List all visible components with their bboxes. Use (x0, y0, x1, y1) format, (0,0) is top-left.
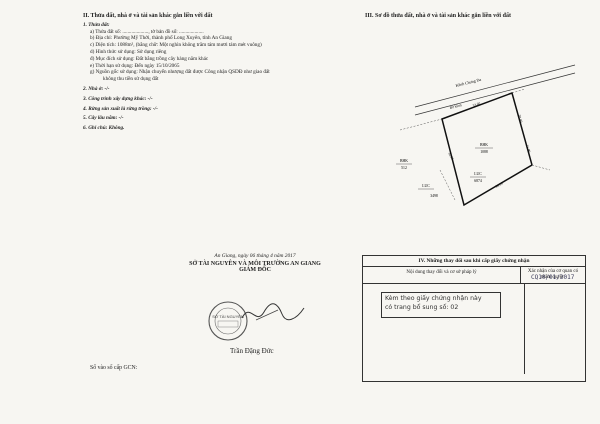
section-3-title: III. Sơ đồ thửa đất, nhà ở và tài sản kh… (365, 13, 511, 19)
section-land-info: II. Thửa đất, nhà ở và tài sản khác gắn … (83, 13, 333, 132)
east-neighbor-number: 6874 (474, 179, 482, 183)
usage-purpose-line: đ) Mục đích sử dụng: Đất bằng trồng cây … (90, 55, 209, 62)
item-4-forest: 4. Rừng sản xuất là rừng trồng: -/- (83, 105, 158, 112)
supplement-note-line-1: Kèm theo giấy chứng nhận này (385, 295, 482, 302)
right-edge-mid-label: 11.00 (525, 144, 531, 153)
right-edge-top-label: 20.60 (517, 114, 523, 123)
road-label: Kênh Chưng Da (455, 77, 482, 88)
item-3-construction: 3. Công trình xây dựng khác: -/- (83, 95, 153, 102)
changes-title: IV. Những thay đổi sau khi cấp giấy chứn… (363, 256, 585, 267)
south-neighbor-type: LUC (422, 184, 430, 188)
issuing-org: SỞ TÀI NGUYÊN VÀ MÔI TRƯỜNG AN GIANG (189, 261, 321, 267)
signature-block: An Giang, ngày 06 tháng 4 năm 2017 SỞ TÀ… (150, 253, 360, 273)
certificate-number-label: Số vào sổ cấp GCN: (90, 365, 138, 371)
area-line: c) Diện tích: 1088m², (bằng chữ: Một ngh… (90, 42, 262, 49)
changes-col-content: Nội dung thay đổi và cơ sở pháp lý (363, 267, 521, 283)
supplement-note-line-2: có trang bổ sung số: 02 (385, 304, 459, 311)
parcel-outline (441, 92, 533, 207)
parcel-type-label: BHK (480, 143, 488, 147)
official-seal: SỞ TÀI NGUYÊN (208, 301, 248, 341)
usage-form-line: d) Hình thức sử dụng: Sử dụng riêng (90, 48, 167, 55)
origin-line-2: không thu tiền sử dụng đất (103, 76, 159, 83)
section-2-title: II. Thửa đất, nhà ở và tài sản khác gắn … (83, 13, 213, 19)
west-neighbor-number: 512 (401, 166, 407, 170)
item-1-label: 1. Thửa đất: (83, 21, 110, 28)
west-neighbor-type: BHK (400, 159, 408, 163)
changes-table: IV. Những thay đổi sau khi cấp giấy chứn… (362, 255, 586, 382)
signer-name: Trần Đặng Đức (230, 347, 274, 355)
parcel-diagram: Kênh Chưng Da Bờ kênh 33.60 20.60 11.00 … (396, 64, 576, 207)
changes-header-row: Nội dung thay đổi và cơ sở pháp lý Xác n… (363, 267, 585, 284)
parcel-number-line: a) Thửa đất số: ...................., tờ… (90, 28, 204, 35)
place-date: An Giang, ngày 06 tháng 4 năm 2017 (214, 253, 296, 259)
usage-term-line: e) Thời hạn sử dụng: Đến ngày 15/10/2065 (90, 62, 180, 69)
address-line: b) Địa chỉ: Phường Mỹ Thới, thành phố Lo… (90, 35, 232, 42)
signer-role: GIÁM ĐỐC (239, 267, 271, 273)
parcel-area-label: 1088 (480, 150, 488, 154)
item-5-perennial: 5. Cây lâu năm: -/- (83, 115, 124, 122)
east-neighbor-type: LUC (474, 172, 482, 176)
top-edge-label: 33.60 (472, 101, 481, 108)
item-2-house: 2. Nhà ở: -/- (83, 85, 110, 92)
seal-text: SỞ TÀI NGUYÊN (212, 314, 244, 319)
bottom-edge-label: 34.16 (495, 181, 504, 189)
south-neighbor-number: 3498 (430, 194, 438, 198)
supplement-note-stamp: Kèm theo giấy chứng nhận này có trang bổ… (381, 292, 501, 318)
setback-label: Bờ kênh (449, 103, 462, 110)
item-6-notes: 6. Ghi chú: Không. (83, 125, 125, 132)
left-edge-label: 32.00 (447, 152, 454, 161)
origin-line-1: g) Nguồn gốc sử dụng: Nhận chuyển nhượng… (90, 69, 270, 76)
changes-col-confirm: Xác nhận của cơ quan có thẩm quyền (527, 269, 579, 280)
handwritten-code: CQ10/01/2017 (531, 274, 575, 281)
signature-mark (241, 303, 305, 321)
changes-body-row: Kèm theo giấy chứng nhận này có trang bổ… (363, 274, 585, 374)
